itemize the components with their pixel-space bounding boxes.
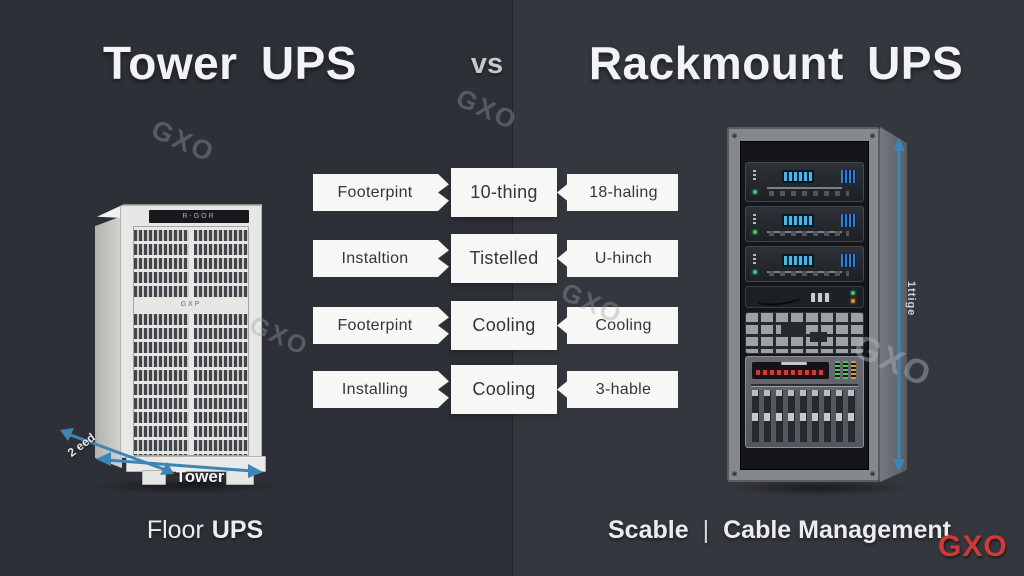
unit-button-row <box>769 191 849 196</box>
power-led <box>753 230 757 234</box>
orange-led <box>851 299 855 303</box>
caption-cable-management: Cable Management <box>723 516 951 544</box>
caption-scable: Scable <box>608 516 689 544</box>
rack-screw-icon <box>732 133 737 138</box>
patch-block <box>781 322 804 335</box>
tower-front-panel: R-GOR GXP <box>120 205 262 458</box>
tower-vent-divider <box>189 227 194 455</box>
comparison-left-label: Footerpint <box>313 174 449 211</box>
tower-vent-grid: GXP <box>133 226 249 456</box>
comparison-right-label: 18-haling <box>557 174 678 211</box>
tower-brand-label: R-GOR <box>149 210 249 223</box>
tower-side-panel <box>95 216 122 468</box>
unit-side-text <box>753 254 756 266</box>
lcd-display <box>782 170 814 183</box>
lcd-display <box>782 254 814 267</box>
comparison-right-label: 3-hable <box>557 371 678 408</box>
gxo-brand-red: GXO <box>938 530 1008 563</box>
unit-side-text <box>753 170 756 182</box>
comparison-center-label: Cooling <box>451 301 557 350</box>
status-display <box>841 170 856 183</box>
mounting-rail <box>751 384 858 387</box>
comparison-center-label: Tistelled <box>451 234 557 283</box>
led-bar-group <box>835 361 856 379</box>
caption-floor: Floor <box>146 516 204 544</box>
comparison-center-label: Cooling <box>451 365 557 414</box>
status-display <box>841 254 856 267</box>
rack-floor-shadow <box>726 480 912 496</box>
rack-unit-cable-panel <box>745 286 864 308</box>
caption-divider: | <box>702 516 710 544</box>
status-display <box>841 214 856 227</box>
rack-height-dimension-label: 1ttige <box>905 281 917 317</box>
tower-logo: GXP <box>134 297 248 313</box>
rack-unit-ups-display-3 <box>745 246 864 282</box>
rack-unit-power-module <box>745 356 864 448</box>
unit-side-text <box>753 214 756 226</box>
slider-cap-row <box>752 413 857 422</box>
comparison-left-label: Footerpint <box>313 307 449 344</box>
cable-curve <box>753 287 805 308</box>
rack-unit-patch-grid <box>745 312 864 354</box>
green-led <box>851 291 855 295</box>
rack-screw-icon <box>870 133 875 138</box>
knob-row <box>752 390 857 396</box>
display-label <box>781 362 808 365</box>
title-tower-ups: Tower UPS <box>103 37 357 89</box>
rack-unit-ups-display-1 <box>745 162 864 202</box>
comparison-left-label: Installing <box>313 371 449 408</box>
unit-button-row <box>769 271 849 276</box>
rack-unit-ups-display-2 <box>745 206 864 242</box>
comparison-right-label: Cooling <box>557 307 678 344</box>
patch-block <box>810 332 828 343</box>
rack-screw-icon <box>870 471 875 476</box>
title-rackmount-ups: Rackmount UPS <box>588 37 964 89</box>
red-matrix-display <box>752 362 829 379</box>
comparison-left-label: Instaltion <box>313 240 449 277</box>
unit-button-row <box>769 231 849 236</box>
tower-width-dimension-label: Tower <box>175 467 225 486</box>
power-led <box>753 190 757 194</box>
unit-caption-line <box>767 187 842 189</box>
red-matrix-text <box>756 370 825 375</box>
comparison-right-label: U-hinch <box>557 240 678 277</box>
lcd-display <box>782 214 814 227</box>
slider-bank <box>752 390 857 442</box>
rack-frame <box>727 127 880 482</box>
comparison-center-label: 10-thing <box>451 168 557 217</box>
power-led <box>753 270 757 274</box>
rack-interior <box>740 141 869 470</box>
jack-block <box>811 293 831 302</box>
caption-ups: UPS <box>211 516 264 544</box>
rack-screw-icon <box>732 471 737 476</box>
rack-side-panel <box>880 127 907 482</box>
caption-scable-cable-management: Scable | Cable Management <box>608 516 951 545</box>
title-vs: vs <box>470 48 504 80</box>
